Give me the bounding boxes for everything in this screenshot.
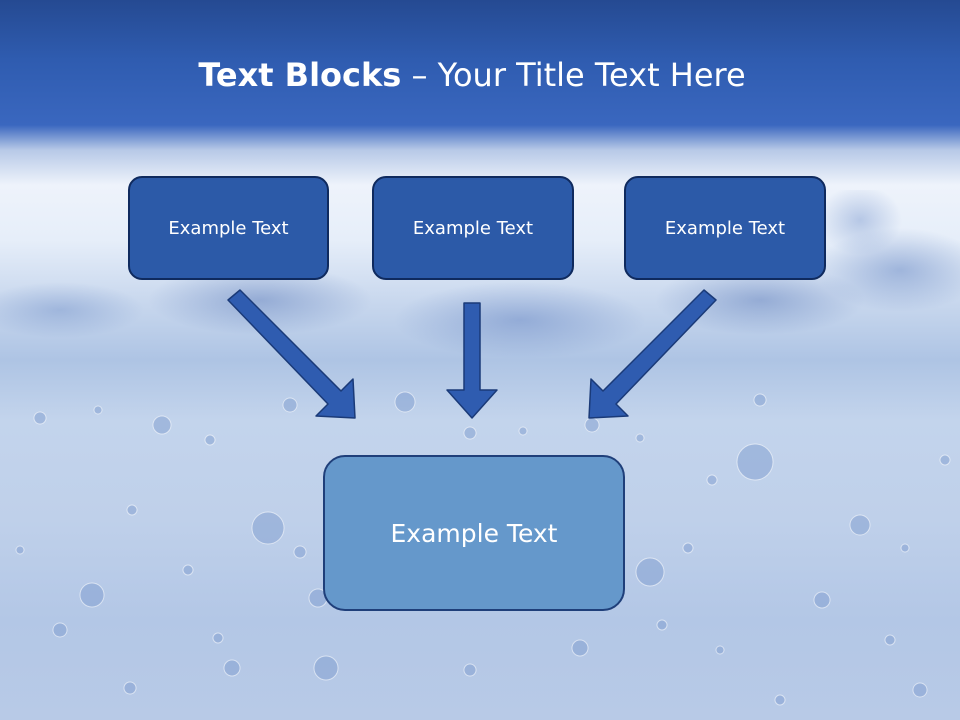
slide-title: Text Blocks – Your Title Text Here [0, 56, 944, 94]
text-block-3-label: Example Text [664, 217, 786, 239]
arrow-left-diagonal [227, 289, 356, 419]
target-text-block-label: Example Text [390, 518, 558, 548]
title-rest: Your Title Text Here [437, 56, 746, 94]
text-block-1-label: Example Text [168, 217, 289, 239]
target-text-block: Example Text [323, 455, 625, 611]
arrow-right-diagonal [588, 289, 717, 419]
text-block-3: Example Text [624, 176, 826, 280]
title-bold: Text Blocks [198, 56, 402, 94]
text-block-1: Example Text [128, 176, 329, 280]
text-block-2-label: Example Text [412, 217, 534, 239]
title-dash: – [401, 56, 438, 94]
arrow-center-down [446, 302, 498, 419]
text-block-2: Example Text [372, 176, 574, 280]
